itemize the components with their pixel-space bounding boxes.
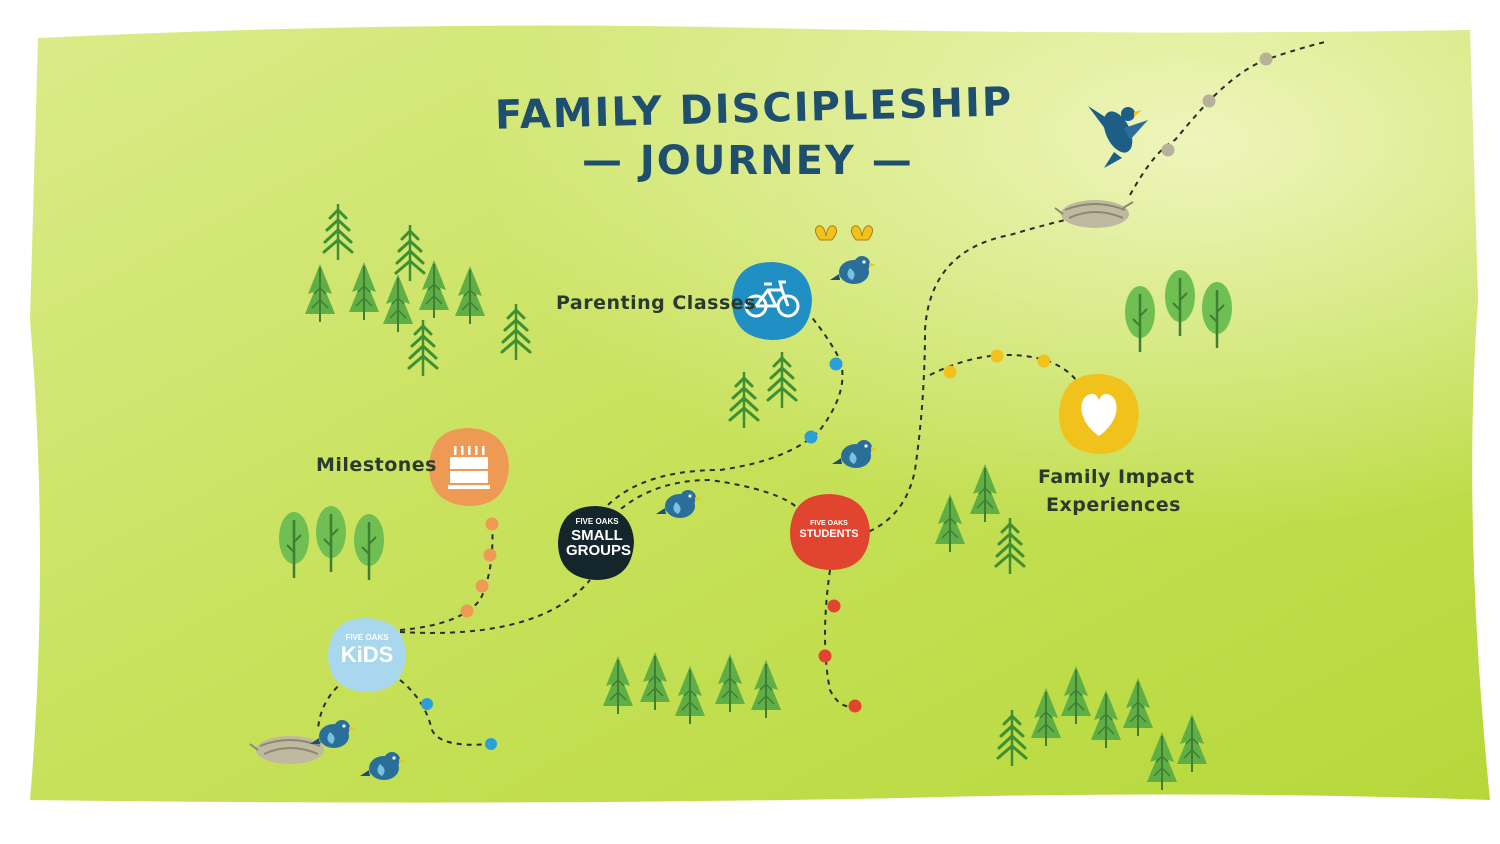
label-milestones: Milestones — [316, 454, 437, 476]
page-subtitle: — JOURNEY — — [582, 138, 914, 184]
stop-parenting — [732, 262, 812, 340]
label-family-impact-2: Experiences — [1046, 494, 1181, 516]
trail-dots-orange — [460, 517, 499, 618]
birthday-cake-icon — [448, 446, 490, 489]
label-parenting-classes: Parenting Classes — [556, 292, 756, 314]
students-badge-big: STUDENTS — [799, 528, 859, 540]
trail-dots-red — [818, 599, 862, 713]
small-groups-badge-text: FIVE OAKS SMALL GROUPS — [566, 517, 632, 559]
forest-left-round — [277, 504, 386, 582]
small-groups-badge-small: FIVE OAKS — [575, 517, 619, 526]
bicycle-icon — [744, 280, 800, 318]
flying-bird-icon — [1088, 106, 1148, 168]
trail-dots-gray — [1161, 52, 1273, 157]
journey-trail — [317, 41, 1326, 746]
stop-milestones — [429, 428, 509, 506]
students-badge-text: FIVE OAKS STUDENTS — [796, 520, 862, 540]
small-groups-badge-big2: GROUPS — [566, 542, 632, 559]
heart-icon — [1081, 393, 1117, 436]
small-groups-badge-big1: SMALL — [571, 527, 623, 544]
stop-kids — [328, 618, 406, 692]
stop-small-groups — [558, 506, 634, 580]
kids-badge-big: KiDS — [340, 642, 394, 667]
stop-family-impact — [1059, 374, 1139, 454]
kids-badge-text: FIVE OAKS KiDS — [336, 634, 398, 666]
trail-dots-blue — [421, 357, 843, 750]
butterfly-icon — [814, 225, 874, 241]
label-family-impact-1: Family Impact — [1038, 466, 1195, 488]
kids-badge-small: FIVE OAKS — [345, 633, 389, 642]
students-badge-small: FIVE OAKS — [810, 520, 848, 527]
stop-students — [790, 494, 870, 570]
trail-dots-yellow — [943, 349, 1051, 379]
